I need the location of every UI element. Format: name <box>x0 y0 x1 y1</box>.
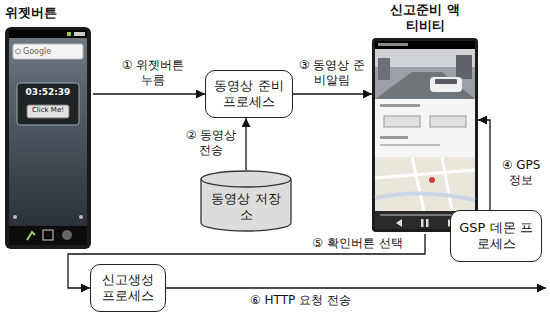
button-text: Click Me! <box>27 106 69 115</box>
step-label: ⑥ HTTP 요청 전송 <box>250 292 450 308</box>
activity-phone-illustration <box>372 38 478 232</box>
illustration-part <box>13 44 83 59</box>
node-text: 위젯버튼 <box>5 5 93 21</box>
illustration-part <box>375 157 475 211</box>
node-text: 동영상 저장소 <box>206 191 286 224</box>
node-text: GSP 데몬 프로세스 <box>457 220 535 253</box>
illustration-part <box>13 215 17 219</box>
illustration-part <box>421 219 424 227</box>
illustration-part <box>375 41 475 49</box>
clock-time: 03:52:39 <box>19 86 77 98</box>
edge-label: ④ GPS 정보 <box>497 158 545 188</box>
illustration-part <box>16 49 21 54</box>
edge-label: ③ 동영상 준비알림 <box>296 58 368 88</box>
node-text: 신고생성 프로세스 <box>97 272 159 305</box>
output-arrow <box>166 287 546 288</box>
search-hint: Google <box>23 47 73 57</box>
illustration-part <box>17 83 79 125</box>
illustration-part <box>375 72 475 99</box>
activity-phone: 신고준비 액티비티 <box>372 2 478 234</box>
illustration-part <box>380 144 440 146</box>
illustration-part <box>378 58 390 80</box>
flow-arrow <box>93 93 205 94</box>
illustration-part <box>384 116 420 127</box>
edge-label: ⑤ 확인버튼 선택 <box>295 236 420 251</box>
illustration-part <box>375 49 475 99</box>
illustration-part <box>372 38 478 232</box>
edge-label: ① 위젯버튼 누름 <box>118 58 188 88</box>
illustration-part <box>430 116 466 127</box>
illustration-part <box>456 55 472 79</box>
illustration-part <box>9 226 87 245</box>
illustration-part <box>380 136 408 139</box>
illustration-part <box>375 193 475 200</box>
illustration-part <box>429 177 435 183</box>
illustration-part <box>435 79 457 84</box>
process-box: 신고생성 프로세스 <box>90 264 166 312</box>
illustration-part <box>9 30 87 38</box>
illustration-part <box>62 230 72 240</box>
illustration-part <box>378 43 408 46</box>
node-text: 동영상 준비 프로세스 <box>212 78 286 111</box>
process-box: GSP 데몬 프로세스 <box>450 210 542 262</box>
edge-label: ② 동영상 전송 <box>182 128 240 158</box>
illustration-part <box>396 219 402 227</box>
illustration-part <box>27 232 35 240</box>
illustration-part <box>426 219 429 227</box>
flow-arrow <box>293 93 372 94</box>
widget-phone: 위젯버튼 <box>5 5 93 250</box>
flow-arrow <box>245 118 246 170</box>
process-box: 동영상 준비 프로세스 <box>205 70 293 118</box>
illustration-part <box>79 215 83 219</box>
illustration-part <box>74 32 85 36</box>
illustration-part <box>9 38 87 226</box>
illustration-part <box>375 99 475 157</box>
illustration-part <box>201 179 291 187</box>
flow-arrow <box>478 120 490 210</box>
illustration-part <box>380 104 420 107</box>
widget-phone-illustration <box>5 27 91 249</box>
illustration-part <box>5 27 91 249</box>
illustration-part <box>430 77 462 92</box>
storage-cylinder: 동영상 저장소 <box>200 170 292 232</box>
illustration-part <box>201 171 291 231</box>
illustration-part <box>67 32 71 36</box>
illustration-part <box>43 230 53 240</box>
illustration-part <box>375 157 475 211</box>
illustration-part <box>27 105 69 118</box>
node-text: 신고준비 액티비티 <box>389 2 461 35</box>
